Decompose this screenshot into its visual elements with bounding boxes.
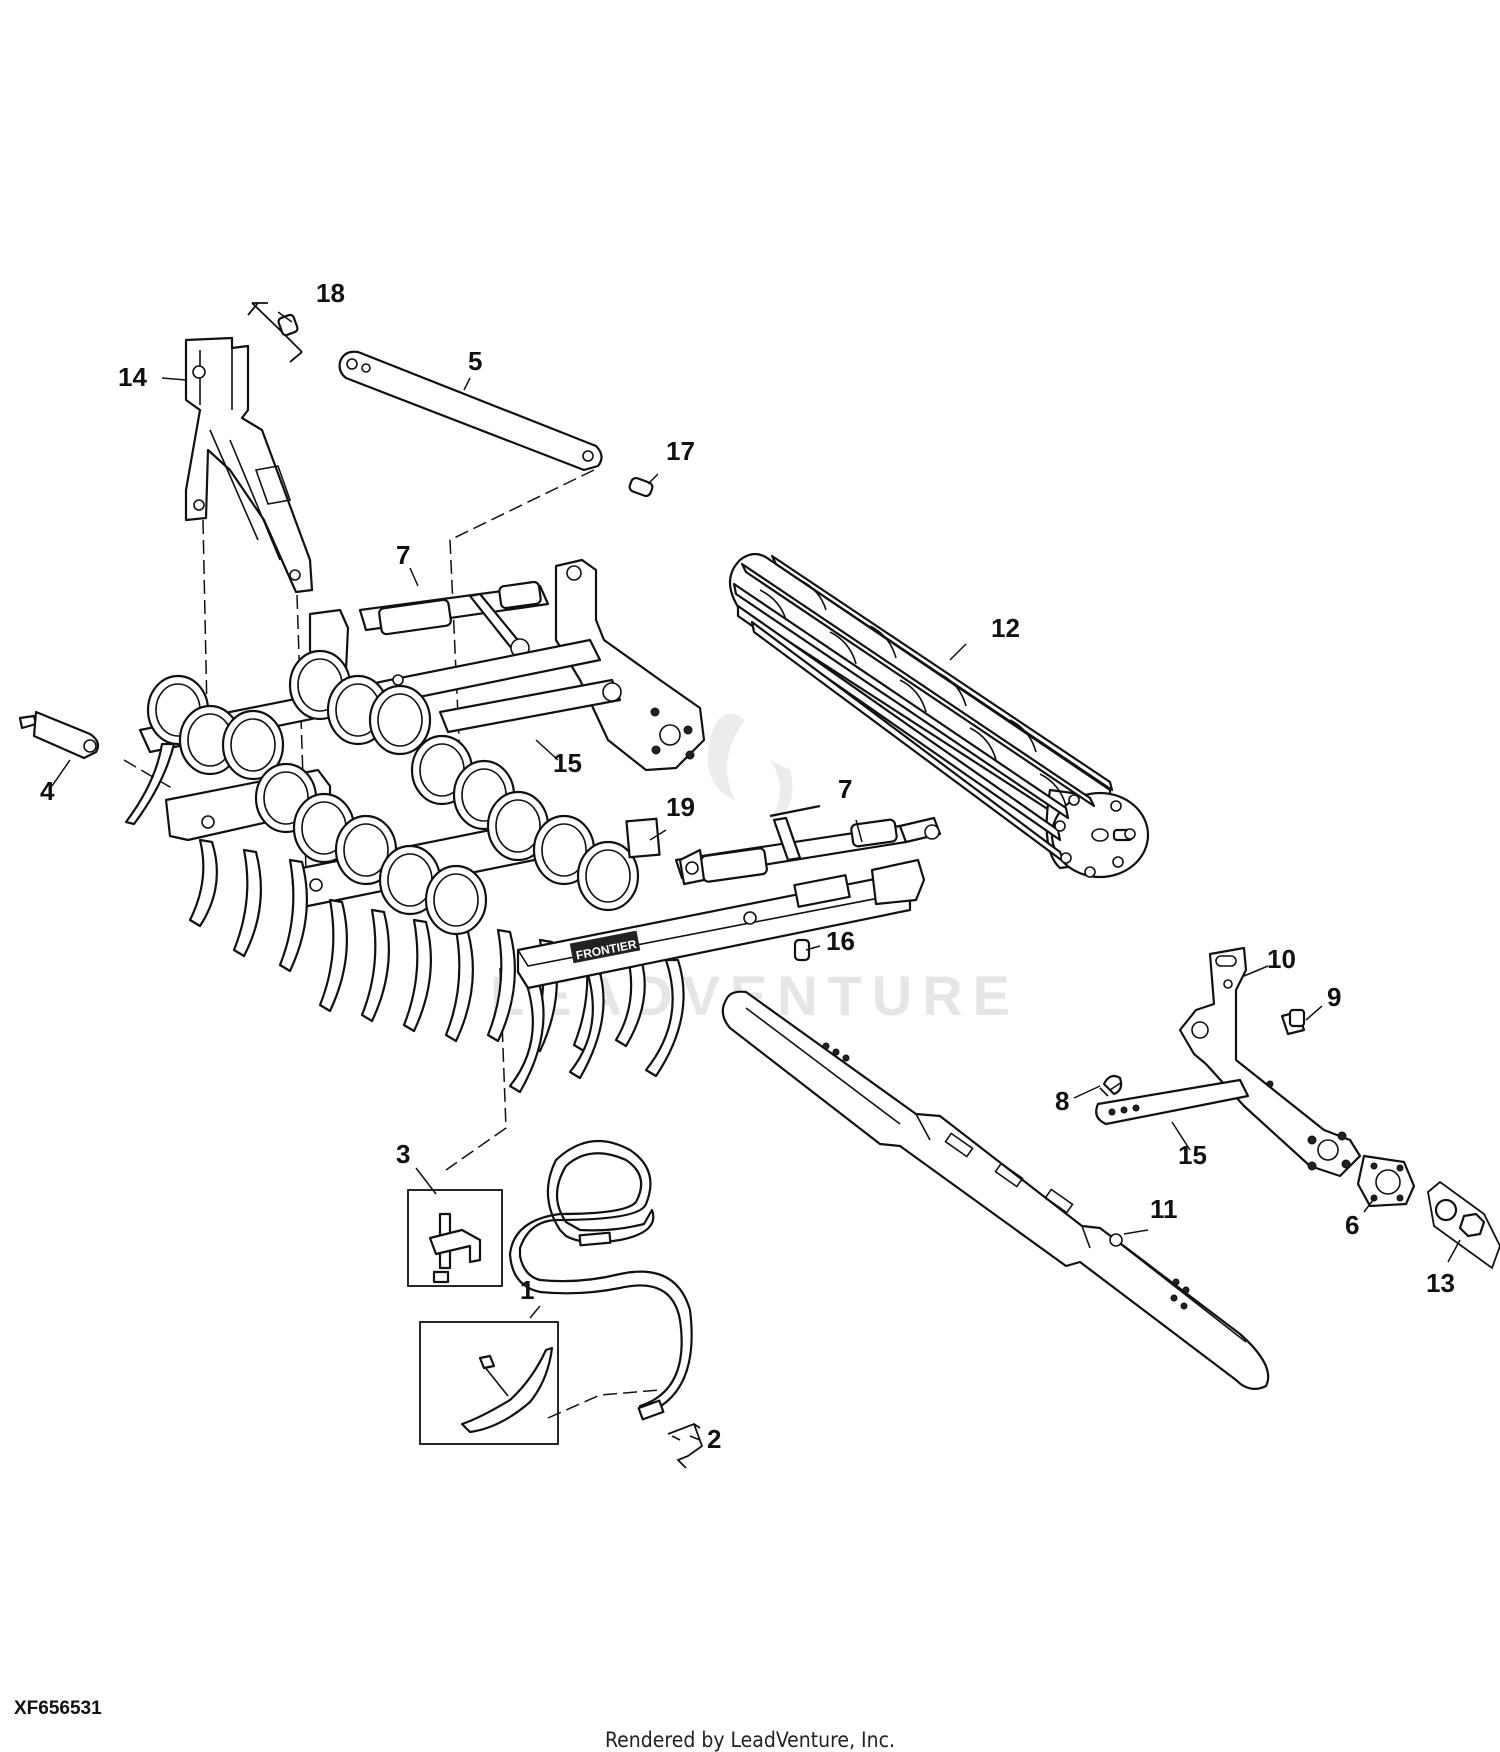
callout-1: 1 bbox=[520, 1275, 534, 1305]
nut-washer-13 bbox=[1427, 1180, 1500, 1270]
front-tines bbox=[254, 762, 640, 936]
tow-arm bbox=[721, 990, 1270, 1391]
callout-8: 8 bbox=[1055, 1086, 1069, 1116]
pin-17 bbox=[628, 476, 654, 498]
callout-12: 12 bbox=[991, 613, 1020, 643]
callout-11: 11 bbox=[1150, 1194, 1178, 1224]
mast-bracket bbox=[184, 336, 314, 594]
fitting-9 bbox=[1280, 1008, 1306, 1036]
callout-7-lower: 7 bbox=[838, 774, 852, 804]
front-frame: FRONTIER bbox=[516, 804, 942, 990]
callout-13: 13 bbox=[1426, 1268, 1455, 1298]
footer-credit: Rendered by LeadVenture, Inc. bbox=[605, 1728, 895, 1752]
pin-4 bbox=[18, 710, 100, 760]
callout-14: 14 bbox=[118, 362, 147, 392]
callout-7-upper: 7 bbox=[396, 540, 410, 570]
bearing-6 bbox=[1356, 1154, 1416, 1208]
top-link bbox=[338, 350, 603, 472]
shovel-detail-1 bbox=[419, 1321, 559, 1445]
callout-10: 10 bbox=[1267, 944, 1296, 974]
callout-15-upper: 15 bbox=[553, 748, 582, 778]
middle-drawbar bbox=[164, 768, 685, 1094]
figure-id: XF656531 bbox=[14, 1698, 102, 1719]
side-bracket-10 bbox=[1095, 946, 1362, 1178]
callout-2: 2 bbox=[707, 1424, 721, 1454]
callouts: 1 2 3 4 5 6 7 7 8 9 10 11 12 13 14 15 15… bbox=[40, 278, 1455, 1454]
leader-lines bbox=[51, 311, 1461, 1441]
clamp-detail-3 bbox=[407, 1189, 503, 1287]
callout-19: 19 bbox=[666, 792, 695, 822]
clip-8 bbox=[1099, 1074, 1123, 1097]
s-tine bbox=[508, 1139, 693, 1421]
callout-17: 17 bbox=[666, 436, 695, 466]
callout-6: 6 bbox=[1345, 1210, 1359, 1240]
rear-tines bbox=[124, 649, 516, 831]
callout-4: 4 bbox=[40, 776, 55, 806]
bushing-18 bbox=[247, 302, 303, 363]
callout-9: 9 bbox=[1327, 982, 1341, 1012]
pin-16 bbox=[793, 938, 811, 962]
crumbler-roller bbox=[728, 552, 1150, 879]
callout-3: 3 bbox=[396, 1139, 410, 1169]
bolt-2 bbox=[667, 1422, 704, 1469]
callout-18: 18 bbox=[316, 278, 345, 308]
callout-16: 16 bbox=[826, 926, 855, 956]
callout-5: 5 bbox=[468, 346, 482, 376]
callout-15-lower: 15 bbox=[1178, 1140, 1207, 1170]
